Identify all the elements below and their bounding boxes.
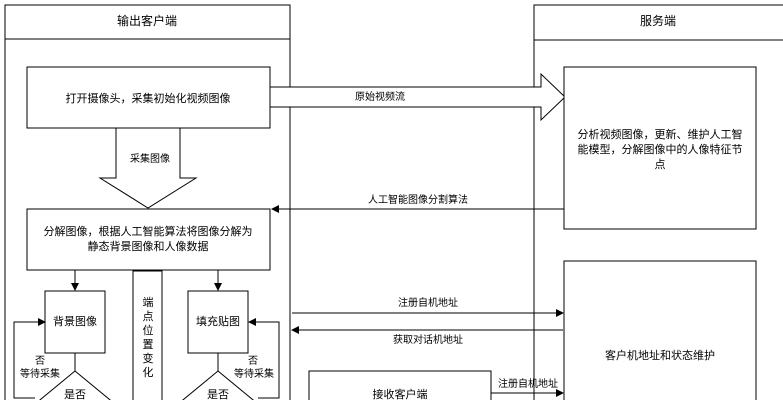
analyze-node-line-1: 分析视频图像，更新、维护人工智	[578, 127, 743, 141]
capture-node-label: 打开摄像头，采集初始化视频图像	[66, 91, 231, 105]
decision-right-label: 是否	[207, 388, 229, 400]
endpoint-char-2: 点	[143, 310, 154, 323]
analyze-node: 分析视频图像，更新、维护人工智 能模型，分解图像中的人像特征节 点	[563, 66, 757, 230]
decision-left-label: 是否	[64, 388, 86, 400]
collect-label: 采集图像	[130, 152, 170, 165]
decompose-node-line-2: 静态背景图像和人像数据	[88, 239, 209, 253]
endpoint-char-6: 化	[143, 365, 154, 379]
get-peer-edge: 获取对话机地址	[291, 326, 563, 346]
analyze-node-line-2: 能模型，分解图像中的人像特征节	[578, 142, 743, 156]
fill-node-label: 填充贴图	[196, 314, 240, 328]
decompose-node-line-1: 分解图像，根据人工智能算法将图像分解为	[44, 224, 253, 238]
register-label-1: 注册自机地址	[398, 296, 458, 309]
capture-node: 打开摄像头，采集初始化视频图像	[26, 66, 271, 129]
wait-right-label: 等待采集	[234, 367, 274, 380]
server-lane-title: 服务端	[640, 13, 676, 28]
no-left-label: 否	[35, 355, 45, 367]
receive-node-label: 接收客户端	[373, 387, 428, 400]
raw-stream-arrow: 原始视频流	[269, 72, 566, 122]
decision-right: 是否 否 等待采集	[182, 318, 280, 400]
decision-left: 是否 否 等待采集	[13, 318, 111, 400]
receive-node: 接收客户端	[308, 370, 492, 400]
analyze-node-line-3: 点	[655, 158, 666, 171]
client-lane-title: 输出客户端	[117, 13, 177, 28]
endpoint-char-5: 变	[143, 351, 154, 365]
register-edge-1: 注册自机地址	[292, 296, 564, 317]
fill-node: 填充贴图	[187, 290, 249, 354]
endpoint-node: 端 点 位 置 变 化	[132, 270, 163, 400]
addr-maint-label: 客户机地址和状态维护	[605, 348, 715, 362]
no-right-label: 否	[248, 355, 258, 367]
background-node-label: 背景图像	[53, 314, 97, 328]
get-peer-label: 获取对话机地址	[393, 333, 463, 346]
register-label-2: 注册自机地址	[498, 377, 558, 390]
endpoint-char-1: 端	[143, 296, 154, 309]
ai-algo-label: 人工智能图像分割算法	[368, 193, 468, 206]
wait-left-label: 等待采集	[20, 367, 60, 380]
ai-algo-edge: 人工智能图像分割算法	[271, 193, 564, 213]
endpoint-char-3: 位	[143, 323, 154, 337]
endpoint-char-4: 置	[143, 338, 154, 351]
background-node: 背景图像	[44, 290, 106, 354]
decompose-node: 分解图像，根据人工智能算法将图像分解为 静态背景图像和人像数据	[26, 208, 271, 271]
collect-arrow: 采集图像	[98, 127, 198, 209]
raw-stream-label: 原始视频流	[355, 90, 405, 103]
register-edge-2: 注册自机地址	[491, 377, 564, 397]
addr-maint-node: 客户机地址和状态维护	[563, 260, 757, 400]
